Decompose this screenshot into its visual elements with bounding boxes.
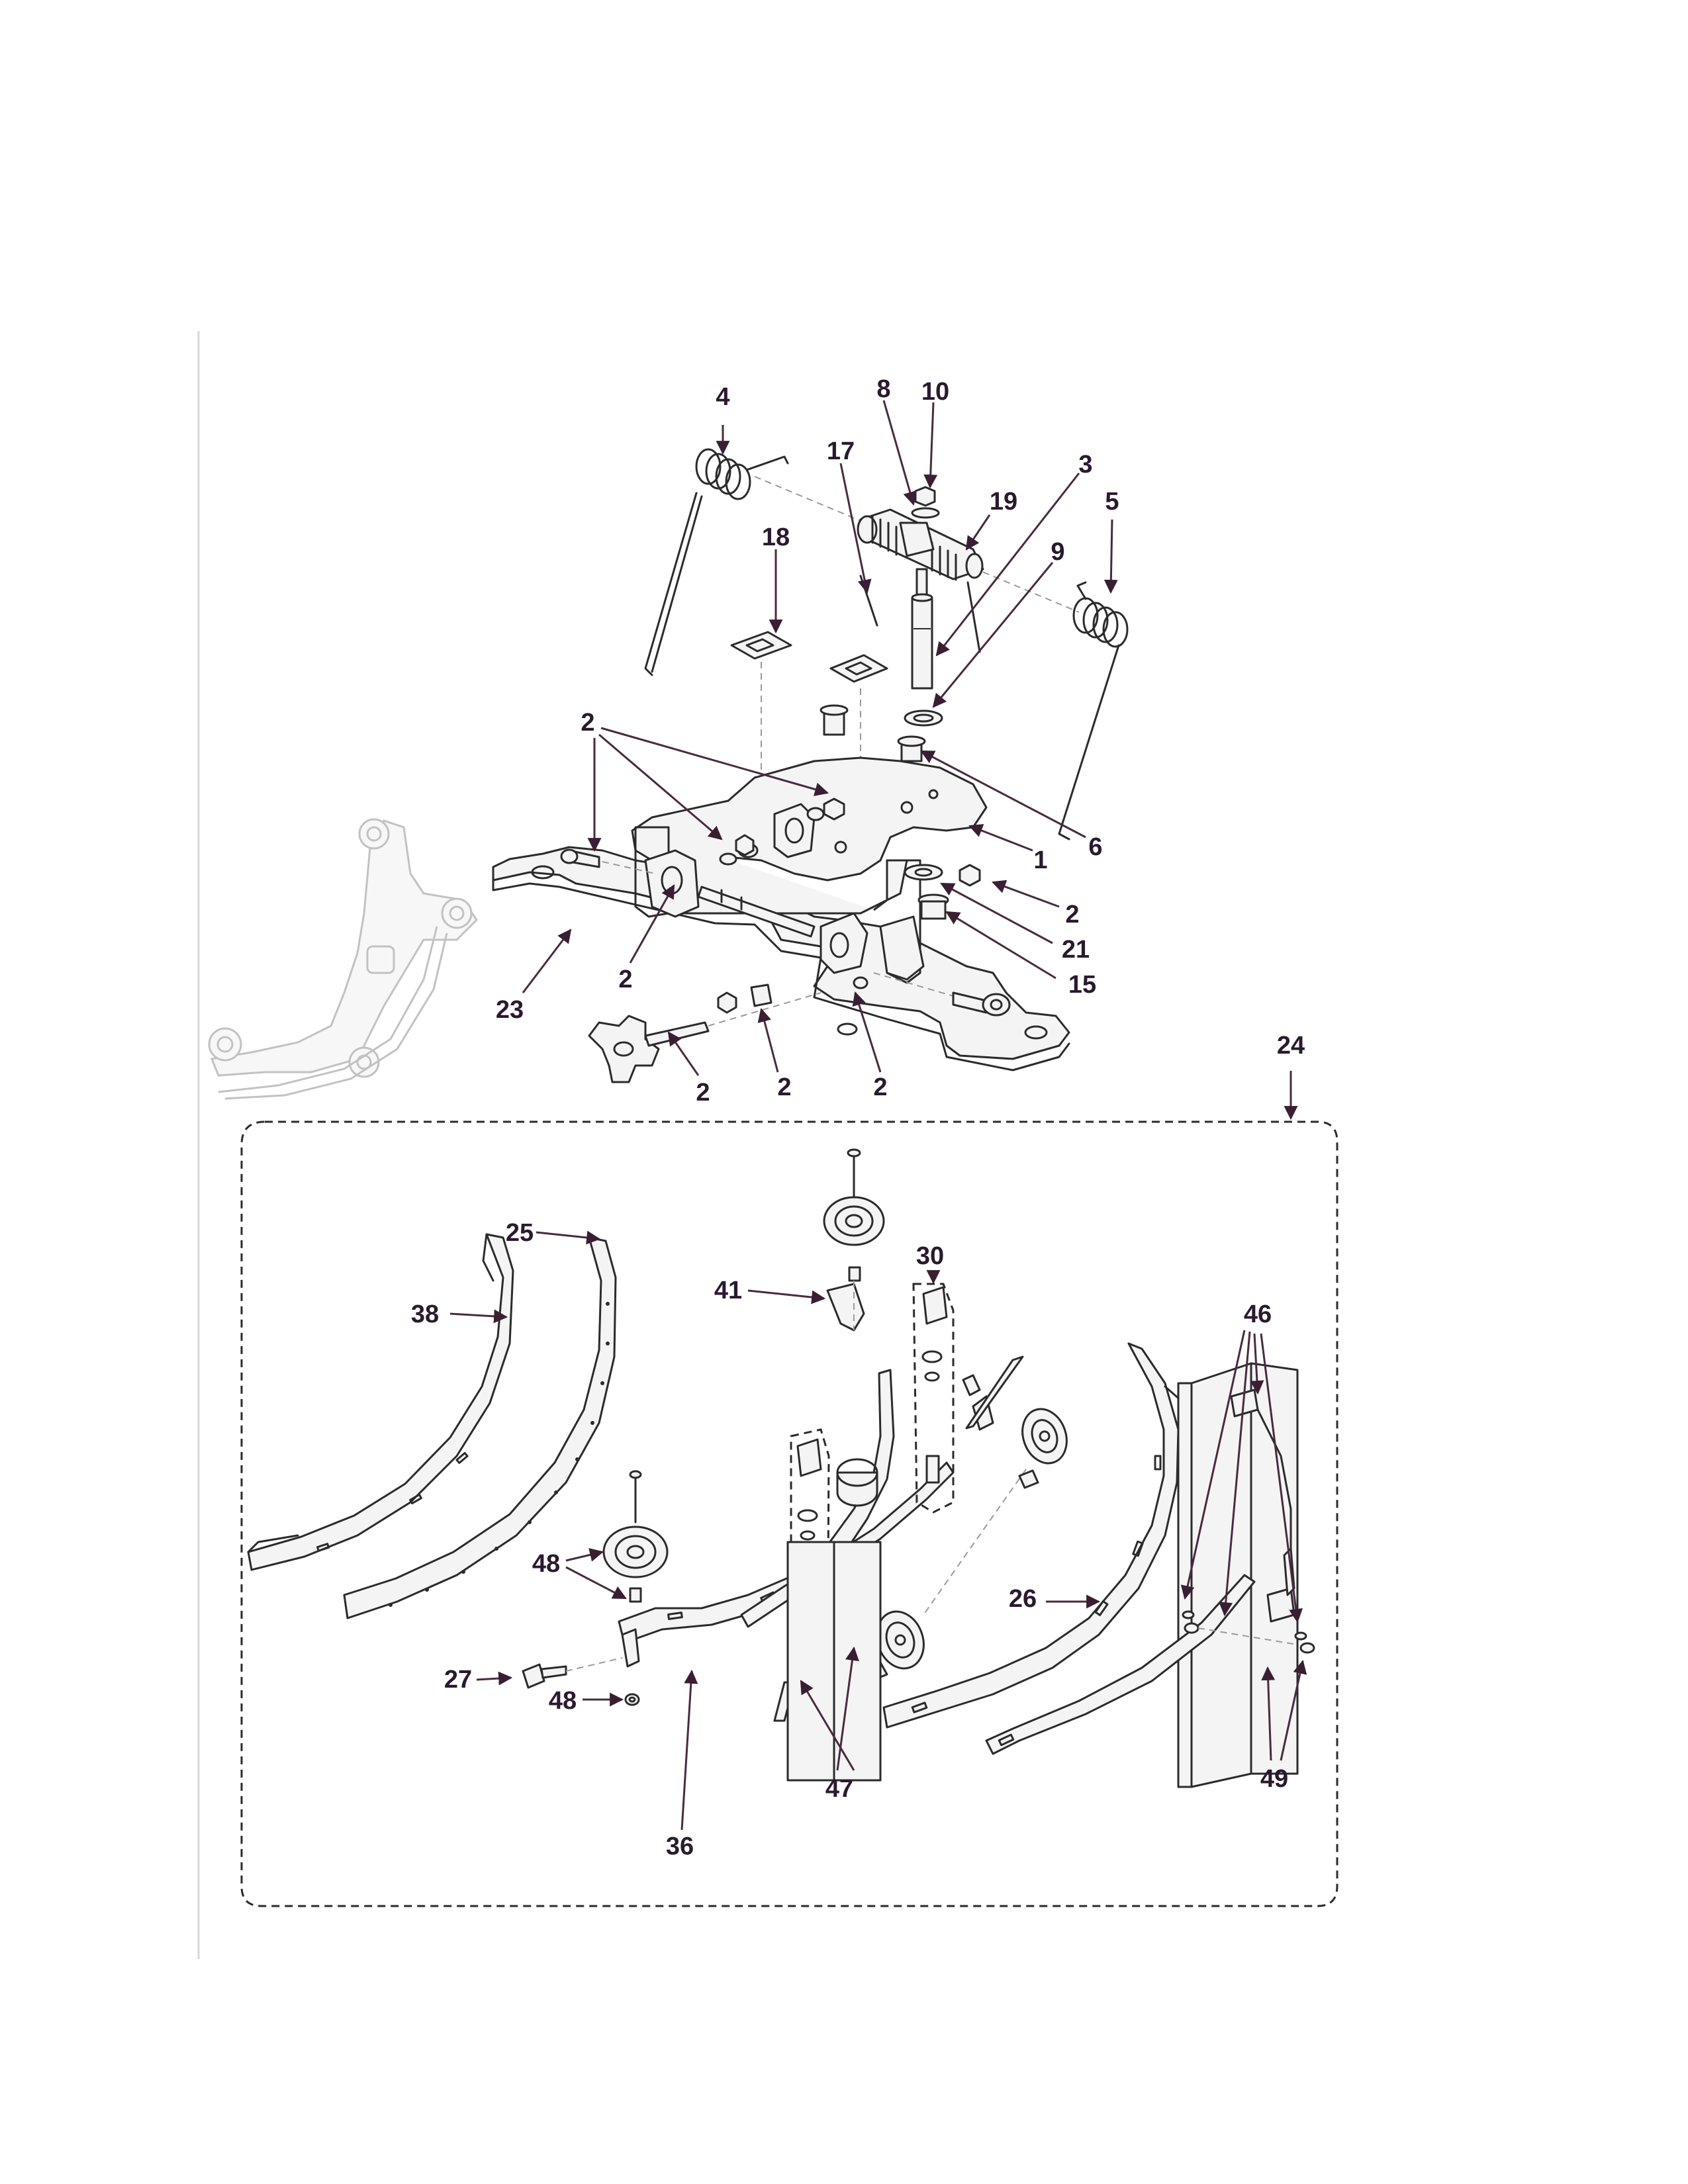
bracket-group-30 (912, 1283, 955, 1514)
callout-15: 15 (1068, 971, 1096, 999)
leaders-upper (522, 400, 1118, 1076)
callout-2-e: 2 (777, 1073, 791, 1101)
group-boundary (240, 1120, 1338, 1907)
strip-hardware (1182, 1610, 1315, 1654)
callout-48-a: 48 (532, 1550, 560, 1578)
callout-2-b: 2 (1065, 901, 1079, 929)
callout-46: 46 (1244, 1300, 1272, 1328)
thin-strip (985, 1574, 1256, 1755)
callout-47: 47 (825, 1775, 853, 1803)
side-bolt-left (560, 848, 656, 874)
callout-38: 38 (411, 1300, 439, 1328)
pivot-handle (857, 508, 984, 581)
squeegee-blade-front (343, 1236, 617, 1619)
callout-2-f: 2 (873, 1073, 887, 1101)
callout-2-c: 2 (618, 966, 632, 993)
cotter-pin-right (966, 581, 981, 653)
callout-labels: 4 8 10 17 3 19 5 18 9 2 6 1 2 21 15 23 2… (411, 375, 1305, 1860)
callout-41: 41 (714, 1277, 742, 1304)
long-bolt (965, 1355, 1024, 1430)
callout-23: 23 (496, 996, 524, 1024)
torsion-spring-right (1058, 581, 1129, 841)
callout-2-d: 2 (696, 1079, 710, 1107)
callout-48-b: 48 (549, 1687, 577, 1715)
bushings (820, 704, 926, 762)
callout-17: 17 (827, 437, 855, 465)
small-hardware (719, 797, 981, 920)
left-roller (602, 1470, 669, 1603)
thrust-washer (904, 709, 943, 727)
cotter-pin-left (859, 574, 878, 627)
callout-3: 3 (1078, 451, 1092, 478)
callout-24: 24 (1277, 1032, 1305, 1060)
adjuster-rod (697, 886, 816, 938)
squeegee-group (240, 1071, 1338, 1907)
clevis-brackets (644, 803, 925, 981)
upper-pivot-assembly (492, 400, 1129, 1083)
top-roller (823, 1148, 885, 1330)
callout-21: 21 (1062, 936, 1090, 964)
adjuster-knob (588, 983, 821, 1083)
callout-27: 27 (444, 1666, 472, 1694)
callout-18: 18 (762, 523, 790, 551)
callout-1: 1 (1033, 846, 1047, 874)
callout-4: 4 (716, 383, 729, 411)
callout-30: 30 (916, 1242, 944, 1270)
callout-6: 6 (1088, 833, 1102, 861)
top-nut-and-washer (911, 486, 940, 519)
wheel-upper (1021, 1408, 1068, 1465)
squeegee-blade-rear (247, 1233, 514, 1571)
pivot-shaft (911, 568, 933, 690)
callout-8: 8 (876, 375, 890, 403)
clamp-bolt (522, 1657, 623, 1689)
callout-10: 10 (921, 378, 949, 406)
callout-25: 25 (506, 1219, 534, 1247)
callout-2-a: 2 (581, 709, 594, 737)
side-bolt-right (853, 972, 1011, 1017)
clamp-nut (624, 1693, 640, 1706)
square-plates (730, 631, 888, 683)
strip-46 (1177, 1362, 1299, 1788)
leaders-lower (449, 1230, 1307, 1831)
callout-5: 5 (1105, 488, 1119, 516)
reference-assembly-thumbnail (208, 818, 478, 1100)
callout-36: 36 (666, 1833, 694, 1860)
callout-49: 49 (1260, 1765, 1288, 1793)
callout-26: 26 (1009, 1585, 1037, 1613)
callout-9: 9 (1051, 538, 1064, 566)
callout-19: 19 (990, 488, 1017, 516)
